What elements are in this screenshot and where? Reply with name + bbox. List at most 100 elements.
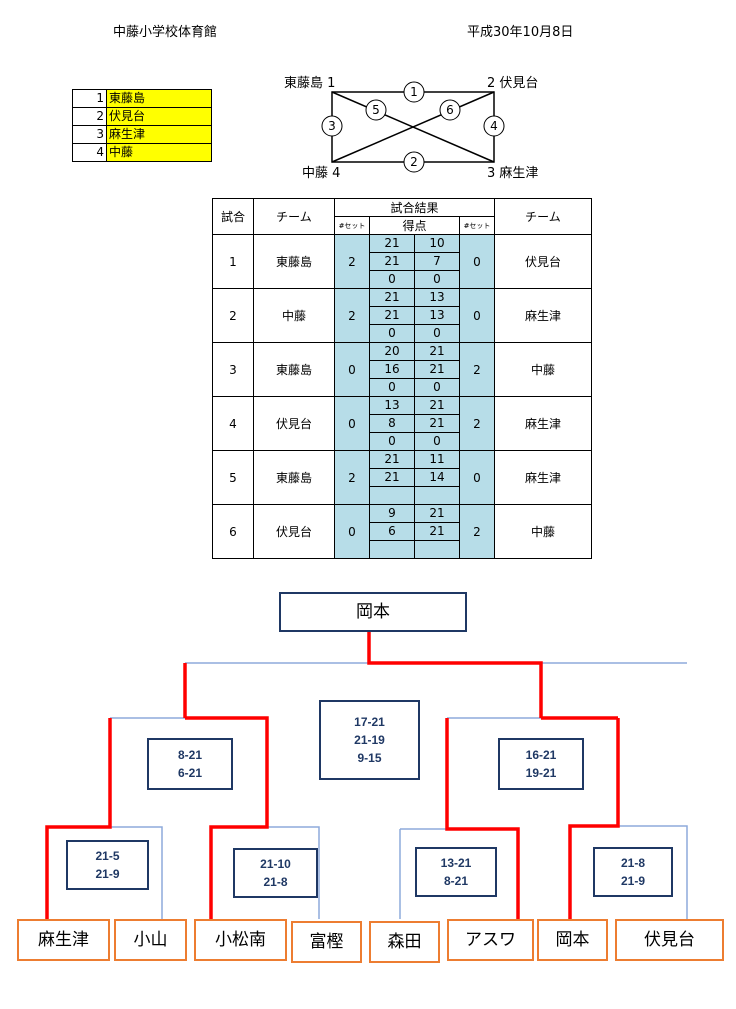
team-name: 東藤島 bbox=[106, 89, 212, 108]
bracket-team: 小松南 bbox=[194, 919, 287, 961]
match-number: 4 bbox=[212, 396, 254, 451]
winner-path bbox=[568, 718, 620, 919]
set-score: 13-21 bbox=[440, 856, 472, 870]
match-marker bbox=[365, 99, 387, 121]
left-set-score: 20 bbox=[369, 342, 415, 361]
winner-path bbox=[45, 718, 112, 919]
left-team: 東藤島 bbox=[253, 450, 335, 505]
result-row bbox=[213, 540, 592, 559]
col-header-team: チーム bbox=[253, 198, 335, 235]
bracket-team: 伏見台 bbox=[615, 919, 724, 961]
corner-label-tr: 2 伏見台 bbox=[487, 76, 538, 91]
set-score: 6-21 bbox=[177, 766, 203, 780]
team-number: 3 bbox=[72, 125, 107, 144]
team-number: 4 bbox=[72, 143, 107, 162]
right-set-score: 10 bbox=[414, 234, 460, 253]
venue-title: 中藤小学校体育館 bbox=[113, 25, 218, 40]
champion-box: 岡本 bbox=[279, 592, 467, 632]
corner-label-bl: 中藤 4 bbox=[302, 166, 340, 181]
match-marker bbox=[403, 81, 425, 103]
left-sets-won: 0 bbox=[334, 504, 370, 559]
bracket-team: 麻生津 bbox=[17, 919, 110, 961]
team-name: 伏見台 bbox=[106, 107, 212, 126]
bracket-team: 岡本 bbox=[537, 919, 608, 961]
set-score: 21-9 bbox=[620, 874, 646, 888]
corner-label-br: 3 麻生津 bbox=[487, 166, 538, 181]
winner-path bbox=[445, 718, 520, 919]
left-sets-won: 2 bbox=[334, 288, 370, 343]
match-marker-label: 3 bbox=[328, 119, 336, 133]
left-set-score: 21 bbox=[369, 234, 415, 253]
winner-path bbox=[367, 628, 543, 718]
col-header-score: 得点 bbox=[369, 216, 460, 235]
left-set-score: 0 bbox=[369, 324, 415, 343]
final-score-box: 17-21 21-19 9-15 bbox=[319, 700, 420, 780]
right-team: 伏見台 bbox=[494, 234, 592, 289]
match-marker bbox=[321, 115, 343, 137]
winner-path bbox=[185, 716, 269, 919]
match-diagram: 東藤島 1 2 伏見台 中藤 4 3 麻生津 1 2 3 4 5 6 bbox=[284, 75, 538, 181]
set-score: 21-9 bbox=[95, 867, 120, 881]
left-set-score: 9 bbox=[369, 504, 415, 523]
match-marker bbox=[403, 151, 425, 173]
set-score: 21-19 bbox=[354, 733, 385, 747]
match-marker-label: 2 bbox=[410, 155, 418, 169]
right-set-score: 21 bbox=[414, 396, 460, 415]
right-set-score: 14 bbox=[414, 468, 460, 487]
team-name: 中藤 bbox=[106, 143, 212, 162]
match-number: 2 bbox=[212, 288, 254, 343]
set-score: 21-5 bbox=[95, 849, 120, 863]
diagram-diagonal bbox=[331, 91, 495, 163]
bracket-team: 小山 bbox=[114, 919, 187, 961]
right-set-score bbox=[414, 486, 460, 505]
right-set-score: 0 bbox=[414, 270, 460, 289]
col-header-match: 試合 bbox=[212, 198, 254, 235]
set-score: 8-21 bbox=[177, 748, 203, 762]
right-set-score: 0 bbox=[414, 432, 460, 451]
left-sets-won: 0 bbox=[334, 342, 370, 397]
right-set-score: 13 bbox=[414, 288, 460, 307]
match-marker-label: 4 bbox=[490, 119, 498, 133]
right-set-score: 7 bbox=[414, 252, 460, 271]
left-set-score: 0 bbox=[369, 378, 415, 397]
set-score: 21-8 bbox=[263, 875, 288, 889]
match-marker-label: 5 bbox=[372, 103, 380, 117]
match-marker bbox=[439, 99, 461, 121]
quarterfinal-score-box: 21-8 21-9 bbox=[593, 847, 673, 897]
set-score: 21-10 bbox=[260, 857, 291, 871]
left-set-score bbox=[369, 540, 415, 559]
team-number: 2 bbox=[72, 107, 107, 126]
bracket-team: 森田 bbox=[369, 921, 440, 963]
set-score: 16-21 bbox=[525, 748, 557, 762]
quarterfinal-score-box: 13-21 8-21 bbox=[415, 847, 497, 897]
right-team: 中藤 bbox=[494, 504, 592, 559]
right-team: 麻生津 bbox=[494, 450, 592, 505]
left-set-score: 13 bbox=[369, 396, 415, 415]
right-set-score: 0 bbox=[414, 378, 460, 397]
set-score: 21-8 bbox=[620, 856, 646, 870]
right-set-score: 13 bbox=[414, 306, 460, 325]
right-team: 中藤 bbox=[494, 342, 592, 397]
right-set-score: 11 bbox=[414, 450, 460, 469]
left-set-score: 6 bbox=[369, 522, 415, 541]
left-team: 伏見台 bbox=[253, 504, 335, 559]
bracket-team: アスワ bbox=[447, 919, 534, 961]
semifinal-score-box: 16-21 19-21 bbox=[498, 738, 584, 790]
left-sets-won: 0 bbox=[334, 396, 370, 451]
